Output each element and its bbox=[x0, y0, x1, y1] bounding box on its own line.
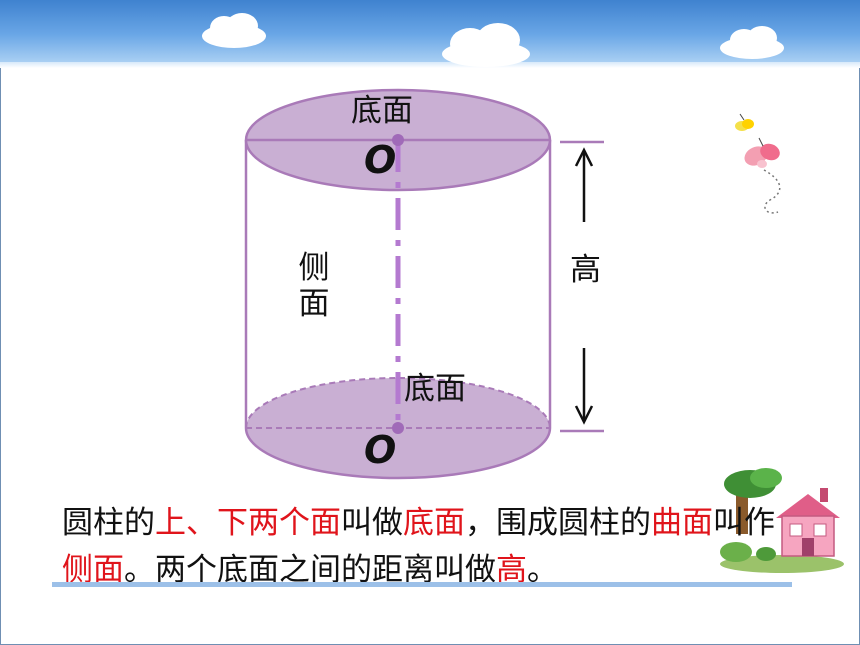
definition-segment: 叫做 bbox=[341, 505, 403, 541]
definition-text: 圆柱的上、下两个面叫做底面，围成圆柱的曲面叫作侧面。两个底面之间的距离叫做高。 bbox=[62, 500, 802, 594]
bottom-center-dot bbox=[392, 422, 404, 434]
height-label: 高 bbox=[570, 252, 601, 288]
bottom-base-front-edge bbox=[244, 427, 552, 480]
top-center-dot bbox=[392, 134, 404, 146]
house-icon bbox=[720, 468, 844, 573]
header-divider bbox=[0, 62, 860, 68]
text-underline bbox=[52, 582, 792, 587]
cloud-icon bbox=[720, 26, 784, 59]
definition-highlight: 曲面 bbox=[651, 505, 713, 541]
definition-segment: 圆柱的 bbox=[62, 505, 155, 541]
definition-highlight: 底面 bbox=[403, 505, 465, 541]
bottom-center-label: O bbox=[364, 428, 397, 472]
lateral-face-label: 侧面 bbox=[298, 250, 330, 322]
definition-segment: 叫作 bbox=[713, 505, 775, 541]
butterfly-icon bbox=[735, 113, 781, 214]
cloud-icon bbox=[202, 13, 266, 48]
header-banner bbox=[0, 0, 860, 62]
top-center-label: O bbox=[364, 138, 397, 182]
top-base-label: 底面 bbox=[351, 93, 413, 129]
cloud-icon bbox=[442, 23, 530, 67]
definition-highlight: 上、下两个面 bbox=[155, 505, 341, 541]
definition-segment: ，围成圆柱的 bbox=[465, 505, 651, 541]
bottom-base-label: 底面 bbox=[404, 371, 466, 407]
